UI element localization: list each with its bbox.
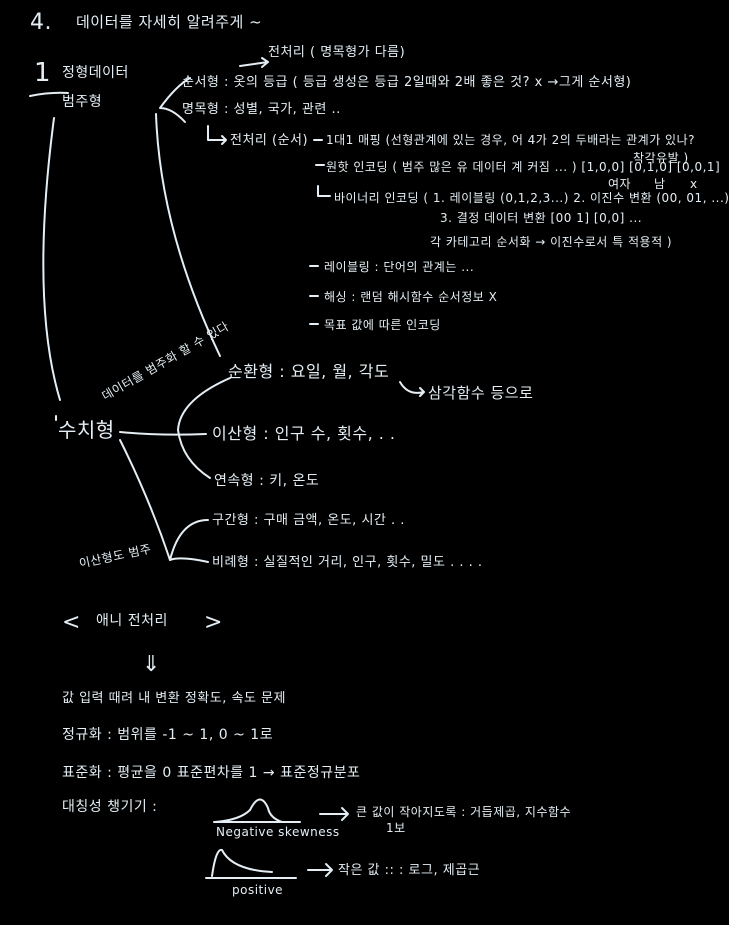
negative-skew-label: Negative skewness <box>216 825 340 839</box>
number-underline <box>29 91 69 97</box>
negative-skew-result: 큰 값이 작아지도록 : 거듭제곱, 지수함수 <box>356 805 572 819</box>
cyclic-line: 순환형 : 요일, 월, 각도 <box>228 362 390 381</box>
onehot-sub2: 남 <box>654 177 666 191</box>
onehot-sub1: 여자 <box>608 177 632 191</box>
neg-arrow <box>319 807 349 821</box>
neg-skew-curve <box>214 798 283 823</box>
preprocess-note: 전처리 ( 명목형가 다름) <box>268 45 406 60</box>
pos-skew-curve <box>211 848 273 877</box>
categorical-numeric-curve <box>42 117 61 401</box>
down-arrow: ⇓ <box>142 652 161 677</box>
binary-encoding: 바이너리 인코딩 ( 1. 레이블링 (0,1,2,3...) 2. 이진수 변… <box>334 191 729 205</box>
scaling-bracket-right: > <box>204 610 223 635</box>
normalize-line: 정규화 : 범위를 -1 ~ 1, 0 ~ 1로 <box>62 727 274 743</box>
categorical-title-1: 정형데이터 <box>62 65 129 81</box>
labeling-line: 레이블링 : 단어의 관계는 ... <box>324 260 475 274</box>
section-heading: 데이터를 자세히 알려주게 ~ <box>76 13 263 31</box>
nominal-arrow <box>207 125 227 145</box>
numeric-brace-upper <box>177 377 231 479</box>
nominal-line: 명목형 : 성별, 국가, 관련 .. <box>182 102 341 117</box>
category-brace <box>159 77 191 123</box>
interval-line: 구간형 : 구매 금액, 온도, 시간 . . <box>212 513 405 528</box>
categorical-title-2: 범주형 <box>62 94 103 110</box>
one-to-one-note: 착각유발 ) <box>633 151 689 165</box>
numeric-title: 수치형 <box>58 418 115 442</box>
discrete-line: 이산형 : 인구 수, 횟수, . . <box>212 424 396 443</box>
preprocess-dashes <box>309 139 325 325</box>
positive-skew-result: 작은 값 :: : 로그, 제곱근 <box>338 863 481 878</box>
negative-skew-small: 1보 <box>386 821 406 835</box>
categorical-number: 1 <box>34 58 52 88</box>
binary-arrow <box>317 185 331 197</box>
pos-arrow <box>307 863 333 877</box>
numeric-to-discrete <box>119 431 207 436</box>
scaling-intro: 값 입력 때려 내 변환 정확도, 속도 문제 <box>62 691 286 706</box>
skew-title: 대칭성 챙기기 : <box>62 799 158 815</box>
target-encoding-line: 목표 값에 따른 인코딩 <box>324 318 441 332</box>
ordinal-line: 순서형 : 옷의 등급 ( 등급 생성은 등급 2일때와 2배 좋은 것? x … <box>182 75 632 90</box>
standardize-line: 표준화 : 평균을 0 표준편차를 1 → 표준정규분포 <box>62 765 361 781</box>
categorical-cyclic-curve <box>155 113 221 357</box>
binary-step3: 3. 결정 데이터 변환 [00 1] [0,0] ... <box>440 211 643 225</box>
binary-step4: 각 카테고리 순서화 → 이진수로서 특 적용적 ) <box>430 235 673 249</box>
preprocess-label: 전처리 (순서) <box>230 133 309 148</box>
positive-skew-label: positive <box>232 883 284 897</box>
preprocess-arrow <box>239 57 269 68</box>
ratio-line: 비례형 : 실질적인 거리, 인구, 횟수, 밀도 . . . . <box>212 555 483 570</box>
scaling-bracket-left: < <box>62 610 81 635</box>
onehot-encoding: 원핫 인코딩 ( 범주 많은 유 데이터 계 커짐 ... ) [1,0,0] … <box>326 160 721 174</box>
cyclic-arrow-text: 삼각함수 등으로 <box>428 384 534 402</box>
numeric-lower-brace <box>169 557 209 563</box>
one-to-one-mapping: 1대1 매핑 (선형관계에 있는 경우, 어 4가 2의 두배라는 관계가 있나… <box>326 133 696 147</box>
scaling-title: 애니 전처리 <box>96 613 168 629</box>
hashing-line: 해싱 : 랜덤 해시함수 순서정보 X <box>324 290 498 304</box>
cyclic-arrow <box>399 381 425 397</box>
numeric-to-interval <box>119 439 209 561</box>
continuous-line: 연속형 : 키, 온도 <box>214 473 320 489</box>
section-number: 4. <box>30 10 52 35</box>
onehot-sub3: x <box>690 177 698 191</box>
